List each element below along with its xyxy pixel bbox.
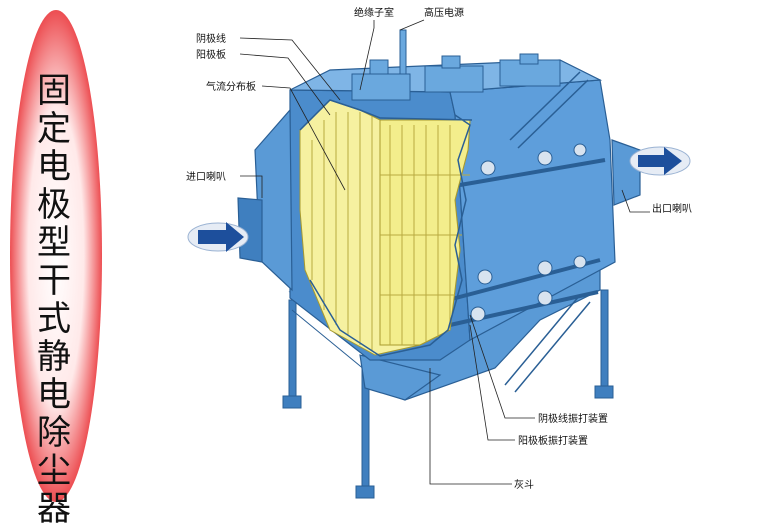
label-inlet-horn: 进口喇叭 xyxy=(186,171,226,183)
label-insulator-chamber: 绝缘子室 xyxy=(354,6,394,19)
label-cathode-rapper: 阴极线振打装置 xyxy=(538,412,608,425)
title-banner xyxy=(10,10,102,502)
roof-equipment xyxy=(351,29,561,101)
label-hv-supply: 高压电源 xyxy=(424,6,464,19)
label-ash-hopper: 灰斗 xyxy=(514,478,534,491)
label-gas-distribution-plate: 气流分布板 xyxy=(206,80,256,93)
inlet-arrow xyxy=(187,222,249,252)
cutaway-edge xyxy=(299,99,473,357)
outlet-arrow xyxy=(629,146,691,176)
leader-lines xyxy=(239,19,650,485)
label-anode-plate: 阳极板 xyxy=(196,48,226,61)
rapper-motors xyxy=(470,143,587,322)
electrode-plates xyxy=(299,99,471,356)
label-outlet-horn: 出口喇叭 xyxy=(652,202,692,215)
page-title: 固定电极型干式静电除尘器 xyxy=(37,71,71,529)
label-anode-rapper: 阳极板振打装置 xyxy=(518,434,588,447)
precipitator-diagram: 绝缘子室 高压电源 阴极线 阳极板 气流分布板 进口喇叭 出口喇叭 阴极线振打装… xyxy=(186,6,692,499)
stairs xyxy=(504,71,591,393)
label-cathode-wire: 阴极线 xyxy=(196,32,226,45)
